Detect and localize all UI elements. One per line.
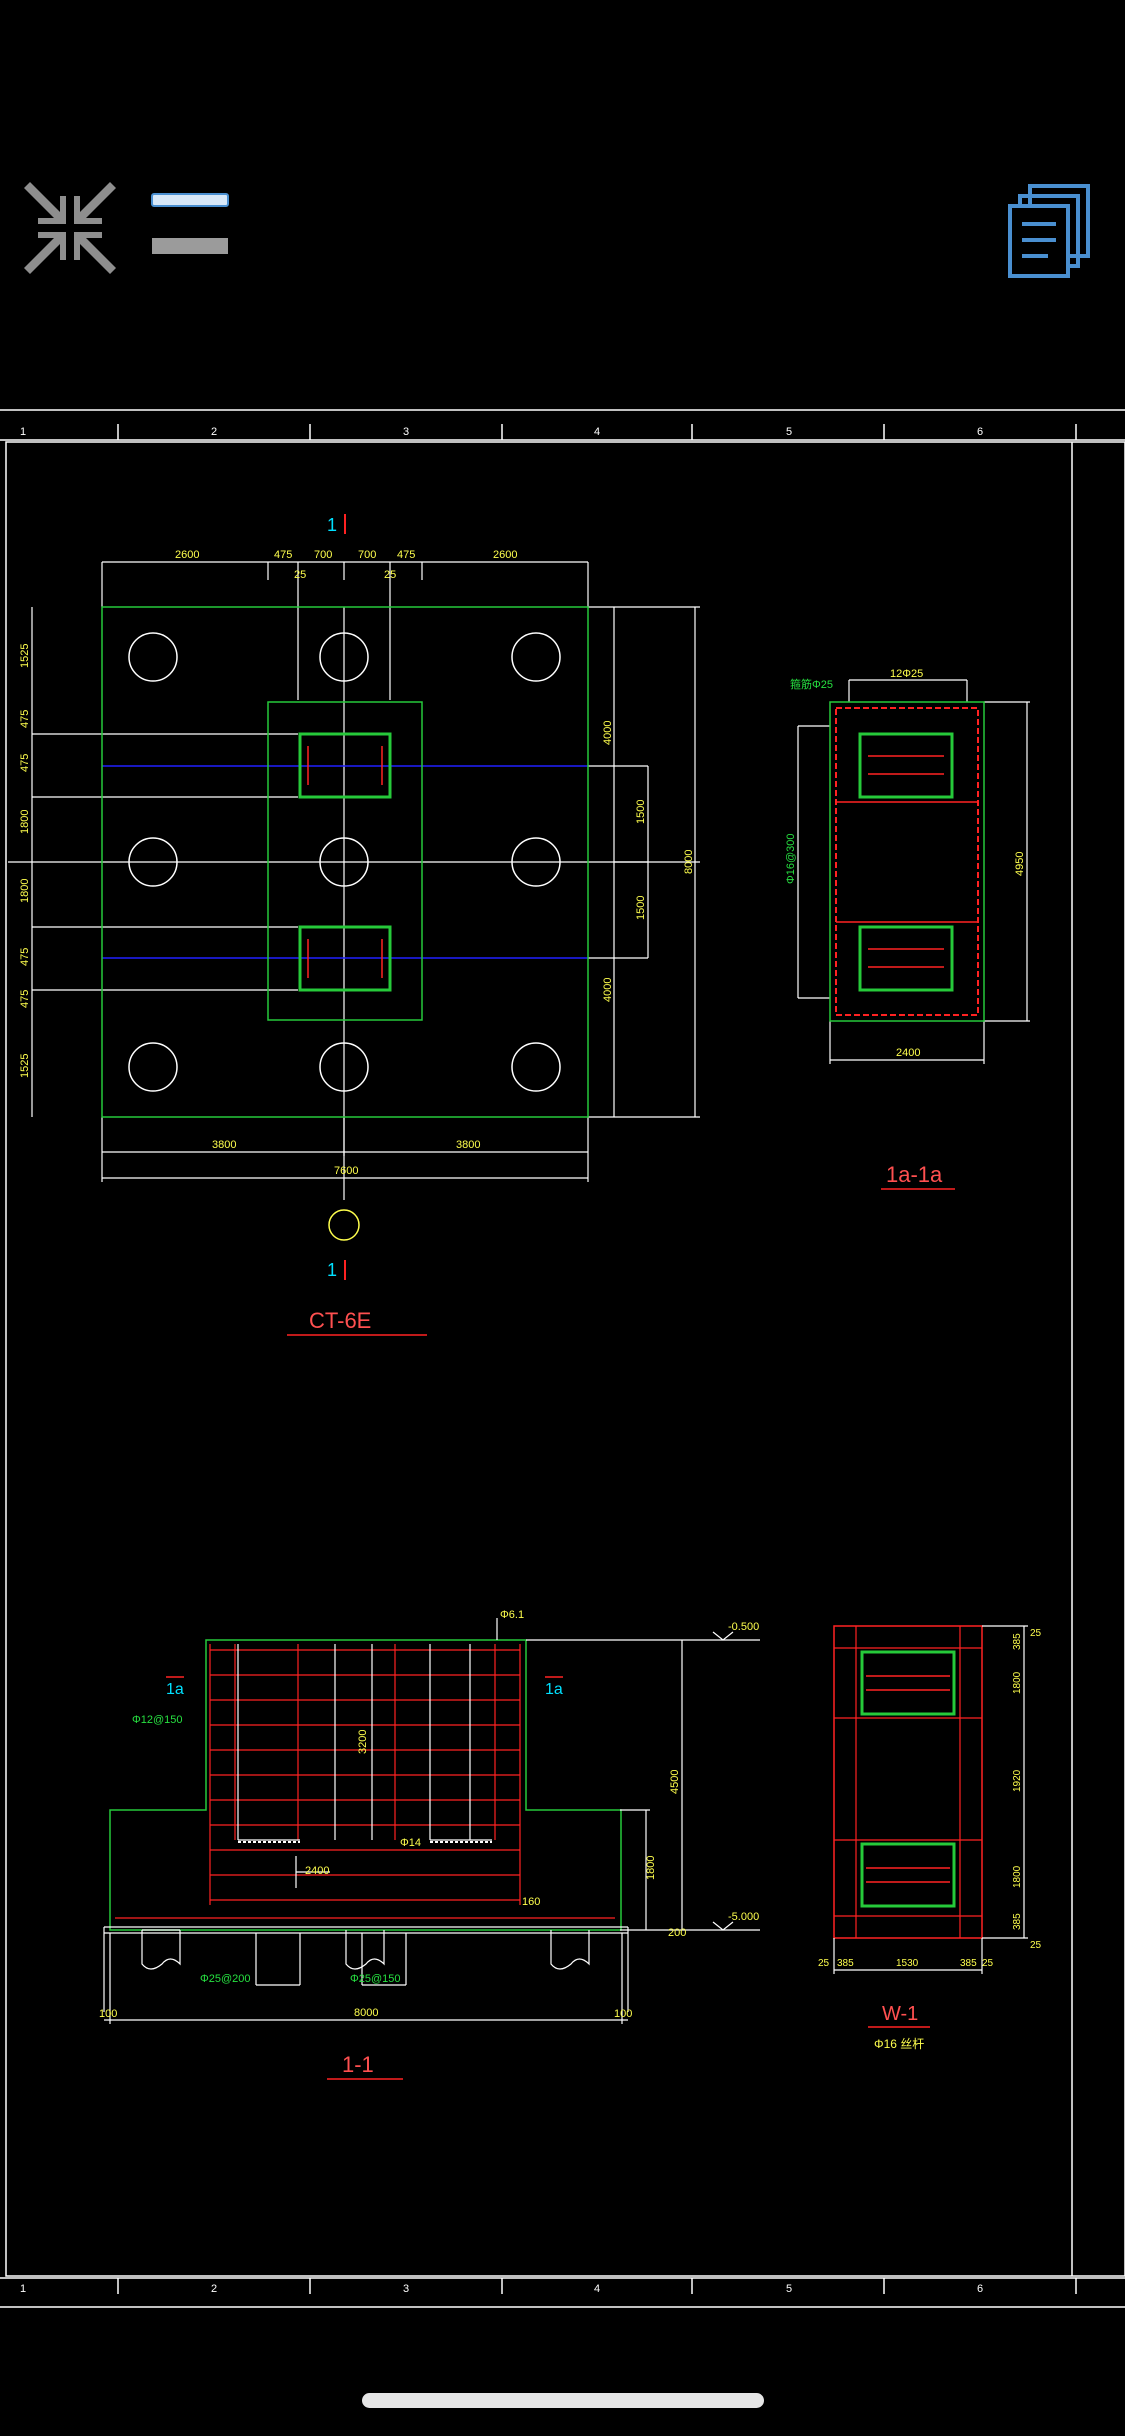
dim-label: 4000 bbox=[602, 721, 614, 745]
rebar-label: 箍筋Φ25 bbox=[790, 677, 833, 691]
axis-bubble bbox=[328, 1209, 360, 1241]
dim-label: 1530 bbox=[896, 1958, 919, 1969]
dim-label: 200 bbox=[668, 1927, 686, 1939]
dim-label: 1800 bbox=[19, 810, 31, 834]
stacked-pages-icon[interactable] bbox=[1006, 180, 1096, 280]
dim-label: 2600 bbox=[493, 549, 517, 561]
ruler-number: 2 bbox=[211, 426, 217, 438]
dim-label: 3800 bbox=[212, 1139, 236, 1151]
dim-label: 700 bbox=[358, 549, 376, 561]
cad-drawing-canvas[interactable]: 1 2 3 4 5 6 1 2 3 4 5 6 bbox=[0, 400, 1125, 2320]
ruler-number: 1 bbox=[20, 426, 26, 438]
dim-label: 1800 bbox=[1012, 1865, 1023, 1888]
wall-subtitle: Φ16 丝杆 bbox=[874, 2037, 924, 2051]
section-marker: 1a bbox=[166, 1681, 184, 1698]
dim-label: 25 bbox=[982, 1958, 994, 1969]
ruler-number: 5 bbox=[786, 426, 792, 438]
rebar-label: 12Φ25 bbox=[890, 668, 923, 680]
dim-label: 385 bbox=[960, 1958, 977, 1969]
dim-label: 1800 bbox=[645, 1856, 657, 1880]
dim-label: 475 bbox=[19, 710, 31, 728]
dim-label: 8000 bbox=[354, 2007, 378, 2019]
dim-label: 3800 bbox=[456, 1139, 480, 1151]
ruler-number: 4 bbox=[594, 2283, 600, 2295]
dim-label: 1525 bbox=[19, 1054, 31, 1078]
rebar-label: Φ16@300 bbox=[785, 833, 797, 884]
dim-label: 2600 bbox=[175, 549, 199, 561]
dim-label: 385 bbox=[837, 1958, 854, 1969]
dim-label: 4500 bbox=[669, 1770, 681, 1794]
wall-w1-elevation: 25 385 1800 1920 1800 385 25 25 385 1530… bbox=[818, 1625, 1042, 2051]
dim-label: 25 bbox=[1030, 1628, 1042, 1639]
rebar-label: Φ25@150 bbox=[350, 1973, 401, 1985]
dim-label: 475 bbox=[19, 990, 31, 1008]
drawing-frame bbox=[0, 409, 1125, 2308]
rebar-label: Φ12@150 bbox=[132, 1714, 183, 1726]
dim-label: 160 bbox=[522, 1896, 540, 1908]
viewer-toolbar bbox=[0, 0, 1125, 400]
dim-label: 475 bbox=[274, 549, 292, 561]
ruler-number: 4 bbox=[594, 426, 600, 438]
dim-label: 4000 bbox=[602, 978, 614, 1002]
dim-label: 700 bbox=[314, 549, 332, 561]
dim-label: 1800 bbox=[19, 879, 31, 903]
dim-label: 385 bbox=[1012, 1913, 1023, 1930]
section-mark: 1 bbox=[327, 515, 337, 535]
dim-label: 475 bbox=[397, 549, 415, 561]
dim-label: 2400 bbox=[896, 1047, 920, 1059]
dim-label: 385 bbox=[1012, 1633, 1023, 1650]
ruler-number: 5 bbox=[786, 2283, 792, 2295]
dim-label: 3200 bbox=[357, 1730, 369, 1754]
dim-label: 1800 bbox=[1012, 1671, 1023, 1694]
pile-cap-plan: 2600 475 700 700 475 2600 25 25 1525 475… bbox=[8, 514, 700, 1336]
dim-label: 25 bbox=[294, 569, 306, 581]
rebar-label: Φ25@200 bbox=[200, 1973, 251, 1985]
dim-label: 100 bbox=[99, 2008, 117, 2020]
ruler-number: 2 bbox=[211, 2283, 217, 2295]
rebar-label: Φ6.1 bbox=[500, 1609, 524, 1621]
section-1-1: -0.500 -5.000 4500 1800 3200 2400 160 10… bbox=[99, 1609, 760, 2080]
plan-title: CT-6E bbox=[309, 1308, 371, 1333]
section-marker: 1a bbox=[545, 1681, 563, 1698]
dim-label: 100 bbox=[614, 2008, 632, 2020]
dim-label: 2400 bbox=[305, 1865, 329, 1877]
dim-label: 7600 bbox=[334, 1165, 358, 1177]
dim-label: 25 bbox=[384, 569, 396, 581]
layer-bars-icon[interactable] bbox=[148, 188, 234, 258]
dim-label: 25 bbox=[1030, 1940, 1042, 1951]
dim-label: 1920 bbox=[1012, 1769, 1023, 1792]
dim-label: 25 bbox=[818, 1958, 830, 1969]
dim-label: 1500 bbox=[635, 896, 647, 920]
dim-label: 475 bbox=[19, 754, 31, 772]
section-1a-1a: 12Φ25 4950 2400 箍筋Φ25 Φ16@300 1a-1a bbox=[785, 668, 1030, 1190]
ruler-number: 1 bbox=[20, 2283, 26, 2295]
wall-title: W-1 bbox=[882, 2003, 918, 2025]
ruler-number: 3 bbox=[403, 426, 409, 438]
ruler-number: 6 bbox=[977, 426, 983, 438]
dim-label: 4950 bbox=[1014, 852, 1026, 876]
ruler-number: 3 bbox=[403, 2283, 409, 2295]
section-mark: 1 bbox=[327, 1260, 337, 1280]
dim-label: 1525 bbox=[19, 644, 31, 668]
collapse-arrows-icon[interactable] bbox=[20, 178, 120, 278]
dim-label: 475 bbox=[19, 948, 31, 966]
ruler-number: 6 bbox=[977, 2283, 983, 2295]
dim-label: 8000 bbox=[683, 850, 695, 874]
rebar-label: Φ14 bbox=[400, 1837, 421, 1849]
dim-label: 1500 bbox=[635, 800, 647, 824]
home-indicator[interactable] bbox=[362, 2393, 764, 2408]
section-title: 1-1 bbox=[342, 2052, 374, 2077]
level-label: -5.000 bbox=[728, 1911, 759, 1923]
section-title: 1a-1a bbox=[886, 1162, 943, 1187]
level-label: -0.500 bbox=[728, 1621, 759, 1633]
